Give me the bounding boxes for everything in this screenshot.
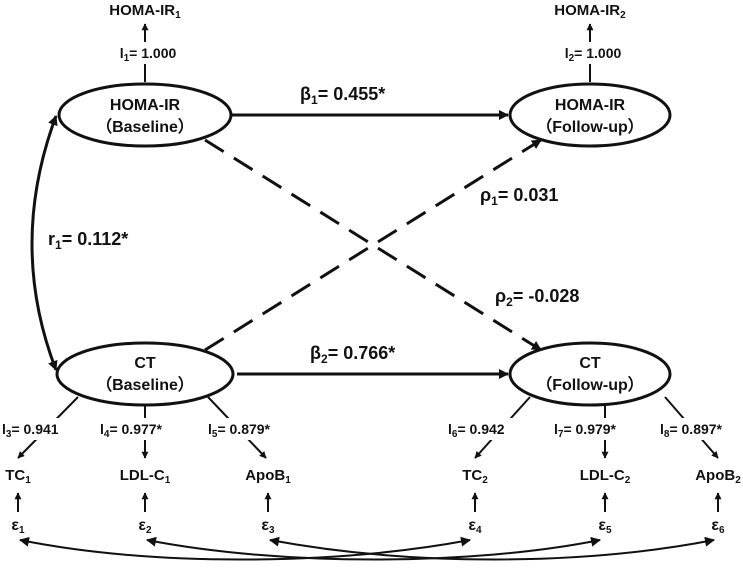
latent-homa-ir-baseline — [57, 82, 233, 148]
indicator-ldl-c-2: LDL-C2 — [580, 467, 631, 486]
loading-l4: l4= 0.977* — [100, 421, 163, 440]
error-covariance-e3-e6 — [269, 536, 715, 561]
node-homa-baseline-subtitle: （Baseline） — [96, 118, 194, 136]
error-e4: ε4 — [468, 517, 482, 536]
error-e1: ε1 — [11, 517, 25, 536]
latent-ct-followup — [508, 341, 672, 407]
coef-r1: r1= 0.112* — [48, 229, 128, 252]
r1-correlation-path — [30, 115, 58, 371]
coef-beta1: β1= 0.455* — [300, 84, 385, 107]
indicator-apob-1: ApoB1 — [245, 467, 291, 486]
indicator-tc-1: TC1 — [5, 467, 31, 486]
node-homa-followup-subtitle: （Follow-up） — [536, 118, 644, 136]
loading-l3: l3= 0.941 — [2, 421, 59, 440]
loading-l1: l1= 1.000 — [120, 45, 177, 64]
coef-rho1: ρ1= 0.031 — [480, 185, 558, 208]
coef-rho2: ρ2= -0.028 — [495, 286, 579, 309]
latent-homa-ir-followup — [508, 82, 672, 148]
indicator-tc-2: TC2 — [462, 467, 488, 486]
indicator-homa-ir-2: HOMA-IR2 — [554, 2, 626, 21]
node-ct-baseline-title: CT — [134, 355, 156, 372]
error-covariance-e1-e4 — [19, 536, 471, 561]
node-ct-baseline-subtitle: （Baseline） — [96, 376, 194, 394]
error-e2: ε2 — [138, 517, 152, 536]
indicator-ldl-c-1: LDL-C1 — [120, 467, 171, 486]
indicator-homa-ir-1: HOMA-IR1 — [109, 2, 181, 21]
error-covariance-e2-e5 — [146, 536, 601, 561]
error-e6: ε6 — [711, 517, 725, 536]
node-homa-followup-title: HOMA-IR — [555, 97, 626, 114]
loading-l5: l5= 0.879* — [208, 421, 271, 440]
loading-l8: l8= 0.897* — [660, 421, 723, 440]
indicator-apob-2: ApoB2 — [695, 467, 741, 486]
latent-ct-baseline — [55, 341, 235, 407]
coef-beta2: β2= 0.766* — [310, 343, 395, 366]
error-e3: ε3 — [261, 517, 275, 536]
loading-l6: l6= 0.942 — [448, 421, 505, 440]
node-ct-followup-title: CT — [579, 355, 601, 372]
node-ct-followup-subtitle: （Follow-up） — [536, 376, 644, 394]
loading-l7: l7= 0.979* — [554, 421, 617, 440]
error-e5: ε5 — [598, 517, 612, 536]
loading-l2: l2= 1.000 — [565, 45, 622, 64]
node-homa-baseline-title: HOMA-IR — [110, 97, 181, 114]
